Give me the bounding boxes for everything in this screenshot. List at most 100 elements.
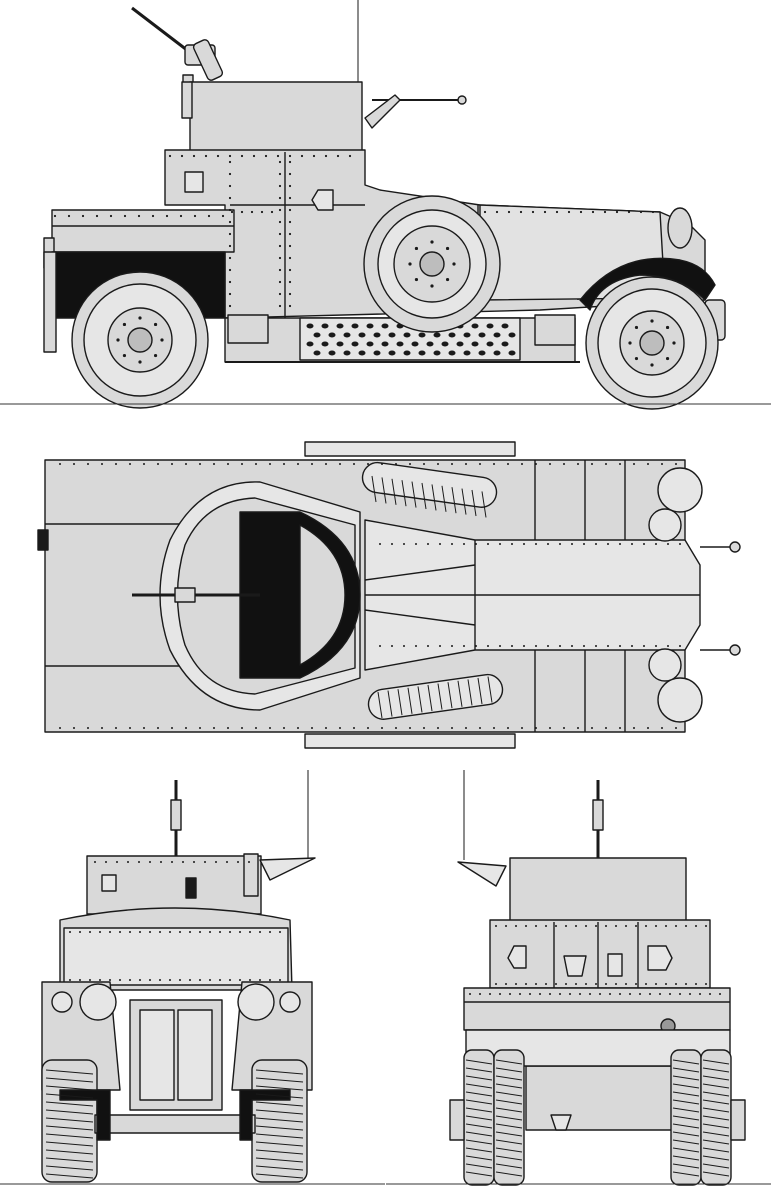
perforation [478, 350, 486, 356]
rivet [138, 861, 140, 863]
rivet [228, 184, 232, 188]
rivet [465, 463, 467, 465]
rivet [73, 727, 75, 729]
rivet [300, 154, 304, 158]
rivet [605, 727, 607, 729]
perforation [508, 350, 516, 356]
rivet [535, 727, 537, 729]
rivet [415, 645, 417, 647]
rivet [483, 210, 487, 214]
tread-line [381, 477, 387, 504]
rivet [119, 979, 121, 981]
rivet [228, 280, 232, 284]
rivet [193, 861, 195, 863]
rivet [116, 861, 118, 863]
rivet [199, 727, 201, 729]
perforation [313, 332, 321, 338]
rivet [59, 727, 61, 729]
rivet [515, 925, 517, 927]
tread-line [465, 1155, 493, 1161]
perforation [351, 341, 359, 347]
rivet [228, 160, 232, 164]
headlamp-bottom [657, 677, 703, 723]
rivet [675, 983, 677, 985]
rivet [615, 925, 617, 927]
rivet [239, 979, 241, 981]
rivet [655, 543, 657, 545]
rivet [269, 727, 271, 729]
rivet [659, 993, 661, 995]
rivet [709, 993, 711, 995]
rivet [252, 154, 256, 158]
rivet [157, 727, 159, 729]
tread-line [427, 684, 433, 712]
tread-line [45, 1109, 94, 1115]
rivet [639, 993, 641, 995]
running-board-top [304, 441, 516, 457]
tread-line [672, 1131, 700, 1137]
rivet [543, 210, 547, 214]
tread-line [407, 687, 413, 714]
rivet [278, 232, 282, 236]
rivet [430, 284, 434, 288]
rivet [278, 292, 282, 296]
tread-line [702, 1067, 730, 1073]
rivet [603, 210, 607, 214]
tread-line [471, 489, 477, 517]
rivet [288, 280, 292, 284]
tread-line [431, 484, 437, 511]
tread-line [255, 1093, 304, 1099]
rivet [565, 983, 567, 985]
rear-body [463, 987, 731, 1031]
rivet [69, 979, 71, 981]
rivet [171, 861, 173, 863]
rivet [169, 931, 171, 933]
rivet [403, 645, 405, 647]
rivet [228, 292, 232, 296]
perforation [328, 332, 336, 338]
tread-line [465, 1099, 493, 1105]
rivet [445, 277, 450, 282]
perforation [478, 332, 486, 338]
rivet [122, 353, 127, 358]
rivet [204, 861, 206, 863]
tread-line [672, 1083, 700, 1089]
front-axle [94, 1114, 256, 1134]
tread-line [702, 1075, 730, 1081]
headlamp [667, 207, 693, 249]
rivet [577, 727, 579, 729]
rivet [525, 983, 527, 985]
rivet [69, 931, 71, 933]
tread-line [702, 1107, 730, 1113]
rivet [228, 256, 232, 260]
rivet [67, 214, 71, 218]
rivet [643, 543, 645, 545]
perforation [373, 350, 381, 356]
rivet [451, 463, 453, 465]
tread-line [465, 1107, 493, 1113]
tread-line [457, 680, 463, 707]
tread-line [487, 676, 493, 703]
rear-rivets [469, 925, 721, 995]
rivet [160, 861, 162, 863]
rivet [665, 356, 670, 361]
tread-line [45, 1141, 94, 1147]
tread-line [377, 691, 383, 719]
perforation [381, 323, 389, 329]
tread-line [255, 1133, 304, 1139]
rivet [705, 925, 707, 927]
rivet [559, 543, 561, 545]
tread-line [391, 478, 397, 505]
tread-line [465, 1075, 493, 1081]
rivet [288, 154, 292, 158]
rivet [651, 210, 655, 214]
rivet [549, 727, 551, 729]
rivet [138, 360, 142, 364]
tread-line [411, 481, 417, 508]
rivet [463, 645, 465, 647]
rivet [545, 925, 547, 927]
stowage-box-perforations [306, 323, 516, 356]
tread-line [45, 1085, 94, 1091]
rivet [213, 463, 215, 465]
perforation [508, 332, 516, 338]
